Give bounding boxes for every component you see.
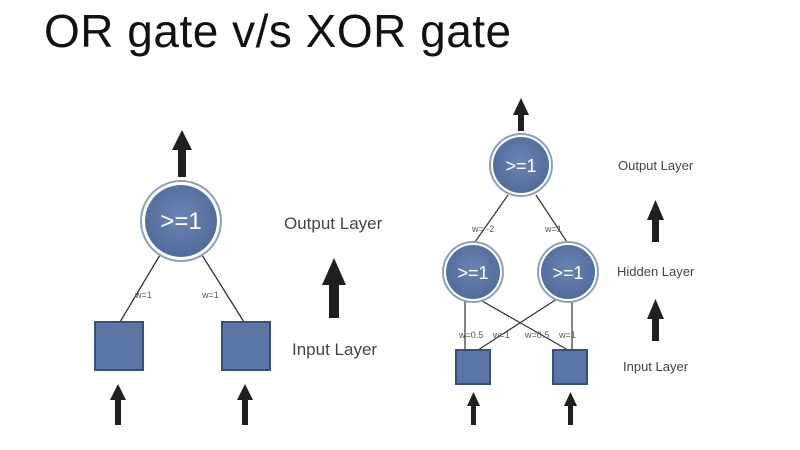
xor-layer-arrow-upper-icon	[647, 200, 664, 242]
xor-output-weight-right: w=1	[544, 224, 562, 234]
xor-input-weight-3: w=0.5	[524, 330, 549, 340]
or-connection-left	[119, 254, 161, 323]
or-connection-right	[201, 254, 245, 323]
or-weight-left: w=1	[134, 290, 152, 300]
or-weight-right: w=1	[201, 290, 219, 300]
xor-input-arrow-right-icon	[564, 392, 577, 425]
xor-input-weight-2: w=1	[492, 330, 510, 340]
xor-gate-network: >=1 w= -2 w=1 >=1 >=1 w=0.5 w=1 w=0.5 w=…	[442, 98, 695, 425]
xor-output-node: >=1	[489, 133, 553, 197]
xor-hidden-node-left: >=1	[442, 241, 504, 303]
xor-connection-h1-i2	[474, 296, 569, 351]
xor-input-layer-label: Input Layer	[623, 359, 689, 374]
xor-connection-out-right	[535, 194, 568, 243]
or-input-node-right	[221, 321, 271, 371]
xor-input-node-left	[455, 349, 491, 385]
or-input-layer-label: Input Layer	[292, 340, 377, 359]
or-layer-arrow-icon	[322, 258, 346, 318]
or-output-layer-label: Output Layer	[284, 214, 383, 233]
or-output-arrow-icon	[172, 130, 192, 177]
or-input-arrow-right-icon	[237, 384, 253, 425]
xor-hidden-node-right: >=1	[537, 241, 599, 303]
xor-hidden-node-right-label: >=1	[552, 263, 583, 283]
xor-output-node-label: >=1	[505, 156, 536, 176]
xor-output-layer-label: Output Layer	[618, 158, 694, 173]
or-input-node-left	[94, 321, 144, 371]
xor-hidden-node-left-label: >=1	[457, 263, 488, 283]
or-output-node-label: >=1	[160, 208, 201, 235]
xor-hidden-layer-label: Hidden Layer	[617, 264, 695, 279]
xor-input-node-right	[552, 349, 588, 385]
or-output-node: >=1	[140, 180, 222, 262]
or-input-arrow-left-icon	[110, 384, 126, 425]
xor-input-weight-1: w=0.5	[458, 330, 483, 340]
xor-input-arrow-left-icon	[467, 392, 480, 425]
xor-input-weight-4: w=1	[558, 330, 576, 340]
xor-connection-out-left	[474, 194, 509, 243]
xor-connection-h2-i1	[477, 296, 561, 351]
or-gate-network: >=1 w=1 w=1 Output Layer Input Layer	[94, 130, 383, 425]
xor-output-weight-left: w= -2	[471, 224, 494, 234]
xor-output-arrow-icon	[513, 98, 529, 131]
xor-layer-arrow-lower-icon	[647, 299, 664, 341]
slide-title: OR gate v/s XOR gate	[44, 5, 512, 57]
